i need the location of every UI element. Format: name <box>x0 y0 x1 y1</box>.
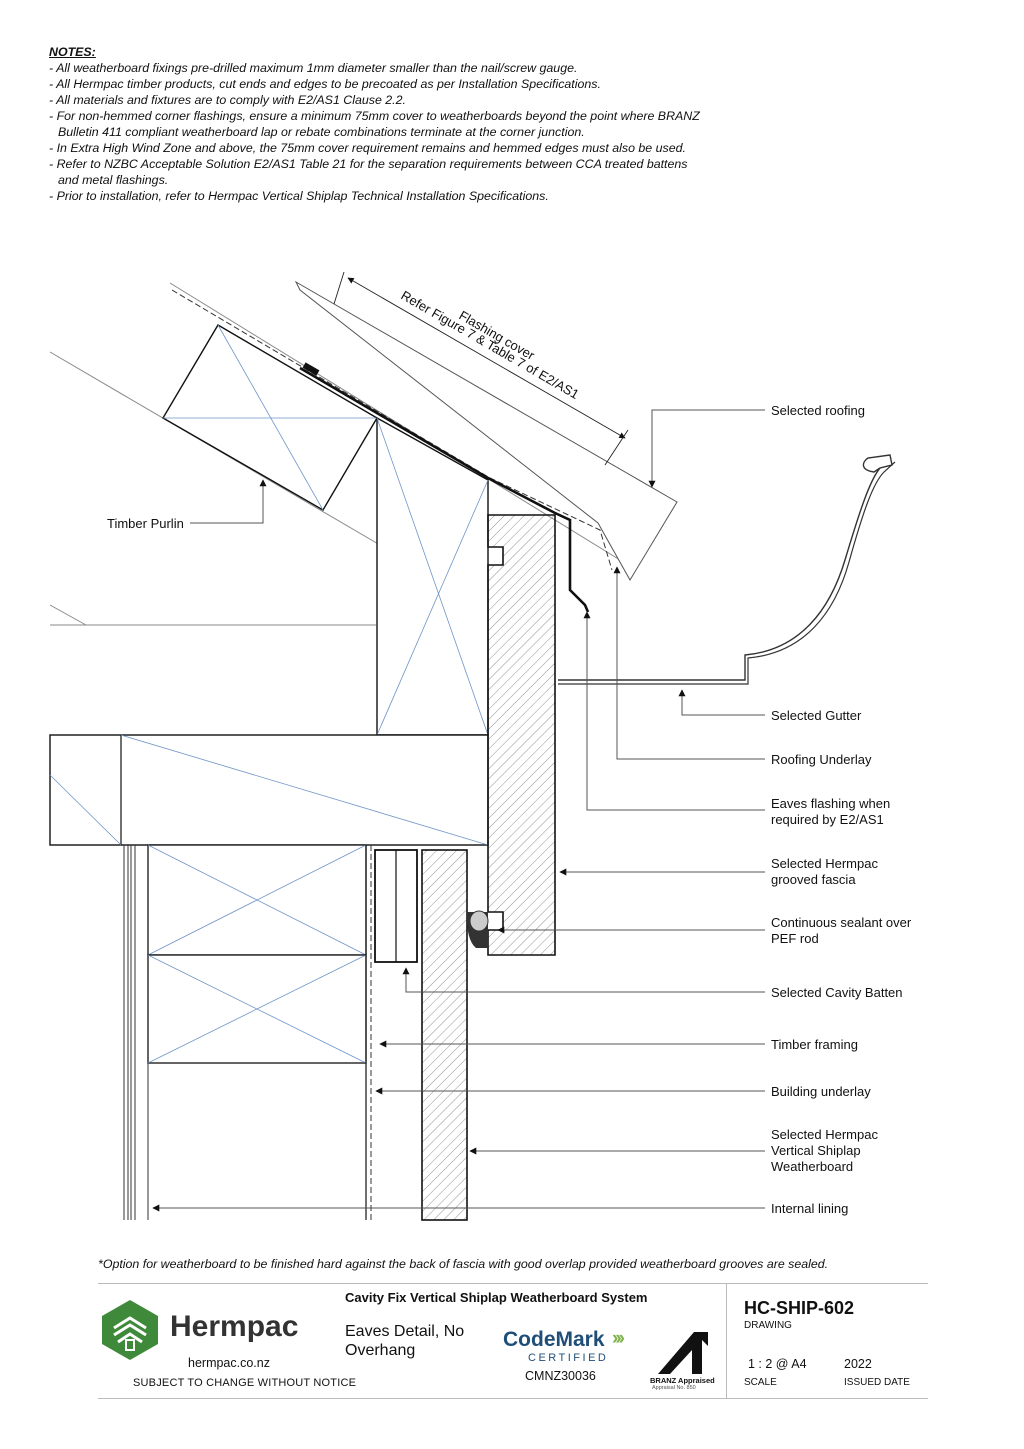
sheet-title: Eaves Detail, No Overhang <box>345 1323 465 1359</box>
label-grooved-fascia-2: grooved fascia <box>771 872 856 887</box>
brand-url: hermpac.co.nz <box>188 1356 270 1370</box>
label-cavity-batten: Selected Cavity Batten <box>771 985 903 1000</box>
label-selected-roofing: Selected roofing <box>771 403 865 418</box>
label-roofing-underlay: Roofing Underlay <box>771 752 872 767</box>
grooved-fascia <box>487 514 556 956</box>
branz-number: Appraisal No. 850 <box>652 1385 696 1391</box>
label-eaves-flashing-1: Eaves flashing when <box>771 796 890 811</box>
note-line-4: - For non-hemmed corner flashings, ensur… <box>49 109 700 139</box>
label-sealant-1: Continuous sealant over <box>771 915 912 930</box>
issued-caption: ISSUED DATE <box>844 1377 910 1388</box>
note-line-6: - Refer to NZBC Acceptable Solution E2/A… <box>49 157 688 187</box>
gutter <box>558 454 893 681</box>
scale-value: 1 : 2 @ A4 <box>748 1357 807 1371</box>
internal-lining <box>123 845 149 1220</box>
notes-title: NOTES: <box>49 45 96 59</box>
notes-block: NOTES: - All weatherboard fixings pre-dr… <box>49 44 709 204</box>
label-building-underlay: Building underlay <box>771 1084 871 1099</box>
label-timber-framing: Timber framing <box>771 1037 858 1052</box>
title-divider <box>726 1284 727 1398</box>
brand-notice: SUBJECT TO CHANGE WITHOUT NOTICE <box>133 1377 357 1389</box>
footnote: *Option for weatherboard to be finished … <box>98 1257 829 1271</box>
note-line-1: - All weatherboard fixings pre-drilled m… <box>49 61 578 75</box>
weatherboard <box>421 849 468 1221</box>
timber-framing <box>147 844 367 1220</box>
hermpac-logo-icon <box>102 1300 158 1360</box>
brand-name: Hermpac <box>170 1310 299 1343</box>
label-selected-gutter: Selected Gutter <box>771 708 862 723</box>
title-block: Hermpac hermpac.co.nz SUBJECT TO CHANGE … <box>98 1283 928 1399</box>
eaves-detail-drawing: Flashing cover Refer Figure 7 & Table 7 … <box>49 271 912 1221</box>
top-block <box>376 416 489 736</box>
codemark-number: CMNZ30036 <box>525 1369 596 1383</box>
timber-purlin <box>162 324 378 511</box>
roofing-underlay-line <box>171 289 613 571</box>
system-title: Cavity Fix Vertical Shiplap Weatherboard… <box>345 1290 648 1305</box>
leader-lines <box>152 409 765 1212</box>
note-line-2: - All Hermpac timber products, cut ends … <box>49 77 601 91</box>
eaves-flashing <box>299 366 590 613</box>
cavity-batten <box>374 849 418 963</box>
codemark-chevron-icon: ››› <box>612 1328 625 1349</box>
label-timber-purlin: Timber Purlin <box>107 516 184 531</box>
label-weatherboard-2: Vertical Shiplap <box>771 1143 861 1158</box>
label-weatherboard-3: Weatherboard <box>771 1159 853 1174</box>
label-weatherboard-1: Selected Hermpac <box>771 1127 878 1142</box>
note-line-3: - All materials and fixtures are to comp… <box>49 93 406 107</box>
label-internal-lining: Internal lining <box>771 1201 848 1216</box>
scale-caption: SCALE <box>744 1377 777 1388</box>
drawing-number: HC-SHIP-602 <box>744 1298 855 1318</box>
issued-date: 2022 <box>844 1357 872 1371</box>
note-line-7: - Prior to installation, refer to Hermpa… <box>49 189 549 203</box>
ceiling-joist <box>49 734 489 846</box>
label-grooved-fascia-1: Selected Hermpac <box>771 856 878 871</box>
flashing-cover-dimension <box>333 271 629 466</box>
drawing-caption: DRAWING <box>744 1320 792 1331</box>
label-sealant-2: PEF rod <box>771 931 819 946</box>
label-eaves-flashing-2: required by E2/AS1 <box>771 812 884 827</box>
note-line-5: - In Extra High Wind Zone and above, the… <box>49 141 686 155</box>
branz-logo-icon <box>658 1332 708 1374</box>
codemark-certified: CERTIFIED <box>528 1352 609 1364</box>
branz-label: BRANZ Appraised <box>650 1376 715 1385</box>
sealant-pef-rod <box>466 910 489 948</box>
codemark-logo-text: CodeMark <box>503 1328 605 1351</box>
